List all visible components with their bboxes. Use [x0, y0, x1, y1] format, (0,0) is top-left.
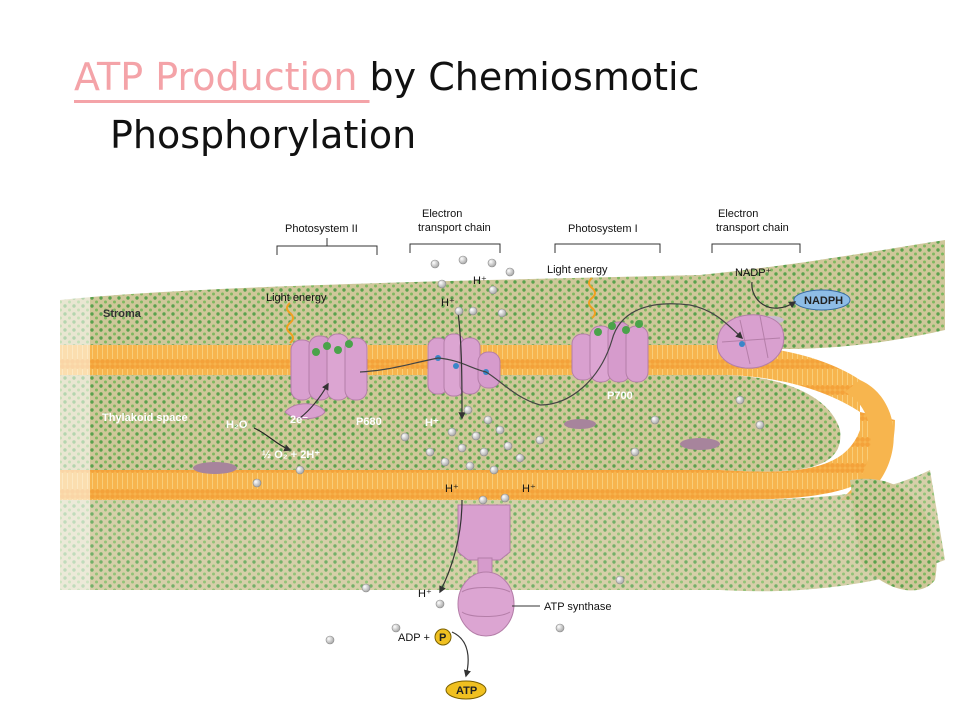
etc2-label-line2: transport chain [716, 222, 789, 234]
etc2-label-line1: Electron [718, 208, 758, 220]
h-plus-label-lumen: H⁺ [425, 417, 439, 429]
oxygen-label: ½ O₂ + 2H⁺ [262, 449, 320, 461]
nadph-label: NADPH [804, 295, 843, 307]
nadph-molecule [793, 289, 851, 311]
h-plus-label-synthase-right: H⁺ [522, 483, 536, 495]
adp-label: ADP + [398, 632, 430, 644]
etc1-label-line2: transport chain [418, 222, 491, 234]
atp-molecule [445, 680, 487, 700]
title-link[interactable]: ATP Production [74, 55, 370, 99]
photosystem-i-complex [571, 320, 649, 383]
bracket-photosystem-ii: Photosystem II [276, 223, 378, 255]
h2o-label: H₂O [226, 419, 248, 431]
light-energy-squiggle-2 [588, 277, 596, 319]
atp-synthase-complex [457, 504, 515, 637]
stroma-label: Stroma [103, 308, 142, 320]
atp-synthase-label: ATP synthase [544, 601, 611, 613]
nadp-reductase-complex [716, 314, 785, 369]
two-electrons-label: 2e⁻ [290, 414, 308, 426]
light-energy-label-1: Light energy [266, 292, 327, 304]
electron-flow-path [359, 303, 744, 406]
nadp-plus-label: NADP⁺ [735, 267, 772, 279]
bracket-electron-transport-chain-1: Electron transport chain [409, 208, 501, 253]
light-energy-label-2: Light energy [547, 264, 608, 276]
slide-title: ATP Production by Chemiosmotic Phosphory… [74, 48, 874, 164]
phosphate-molecule [434, 628, 452, 646]
light-energy-squiggle-1 [286, 302, 294, 344]
etc1-label-line1: Electron [422, 208, 462, 220]
proton-flow-arrow [439, 499, 463, 594]
bracket-photosystem-i: Photosystem I [554, 223, 661, 253]
atp-label: ATP [456, 685, 477, 697]
title-text-line2: Phosphorylation [110, 113, 417, 157]
proton-spheres [252, 255, 765, 645]
proton-pump-arrow [457, 311, 466, 420]
title-text-line1: by Chemiosmotic [369, 55, 700, 99]
h-plus-label-stroma-2: H⁺ [441, 297, 455, 309]
photosystem-i-label: Photosystem I [568, 223, 638, 235]
atp-formation-arrow [451, 631, 471, 678]
bracket-electron-transport-chain-2: Electron transport chain [711, 208, 801, 253]
h-plus-label-synthase-left: H⁺ [445, 483, 459, 495]
electron-arrow-2e [299, 382, 329, 419]
nadp-arrow [751, 281, 797, 309]
h-plus-label-bottom: H⁺ [418, 588, 432, 600]
thylakoid-space-label: Thylakoid space [102, 412, 188, 424]
water-split-arrow [253, 427, 292, 452]
h-plus-label-stroma-1: H⁺ [473, 275, 487, 287]
phosphate-label: P [439, 632, 446, 644]
p680-label: P680 [356, 416, 382, 428]
photosystem-ii-label: Photosystem II [285, 223, 358, 235]
p700-label: P700 [607, 390, 633, 402]
